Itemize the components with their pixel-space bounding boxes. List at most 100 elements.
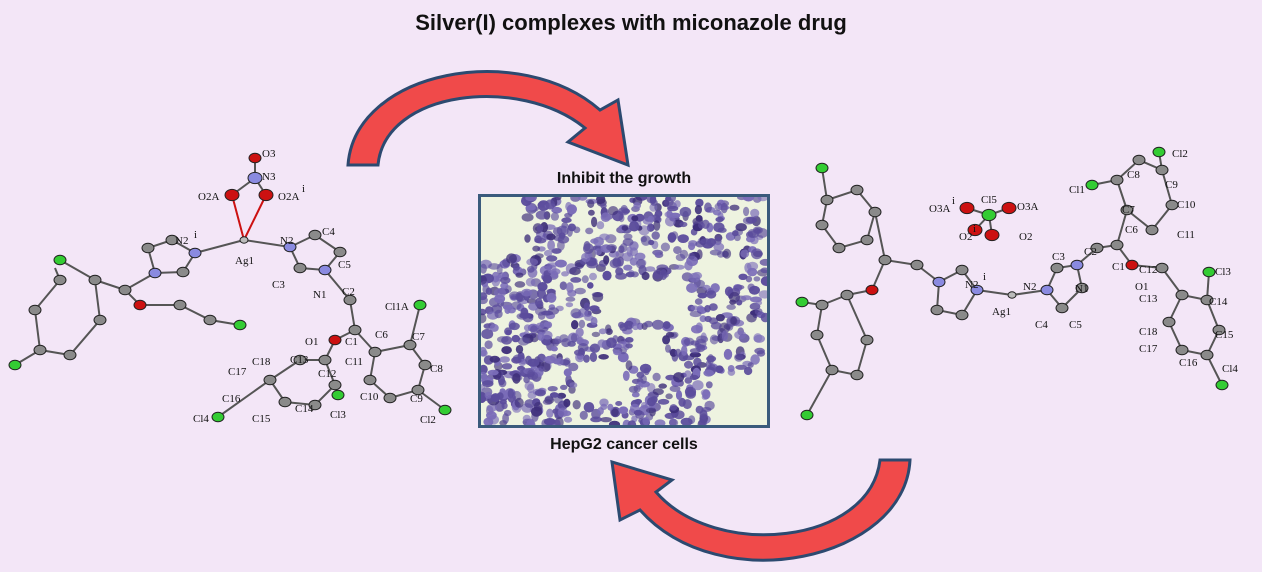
c-atom [88,274,102,286]
atom-label: C18 [1139,326,1158,338]
cell [723,348,733,360]
cell [715,314,725,322]
atom-label: O1 [1135,281,1148,293]
c-atom [1132,154,1146,166]
cell [750,208,760,218]
cell [565,296,576,302]
cell [494,309,503,319]
cell [547,386,558,392]
cell [481,349,488,357]
cell [623,233,633,240]
c-atom [825,364,839,376]
cell [750,354,760,365]
cell [618,406,629,415]
cell [572,400,581,410]
atom-label: O2 [1019,231,1032,243]
cell [556,225,569,236]
c-atom [1090,242,1104,254]
cell [569,267,581,276]
cell [500,282,509,290]
c-atom [118,284,132,296]
cell [598,354,609,360]
cell [745,275,753,283]
cell [702,284,711,291]
cell [525,277,536,287]
atom-label: C1 [1112,261,1125,273]
cell [758,290,767,299]
cell [738,273,748,280]
cell [532,245,541,252]
cell [703,369,714,377]
cell [608,206,619,216]
cell [499,356,510,363]
cell [505,329,512,336]
cell [700,238,712,244]
cell [526,258,539,266]
atom-label: O2 [959,231,972,243]
cell [551,206,563,214]
right-atoms [795,146,1229,421]
atom-label: i [973,223,976,235]
c-atom [910,259,924,271]
cell [600,417,612,423]
cell [756,350,766,357]
atom-label: C3 [272,279,285,291]
cell [749,285,760,295]
cell [588,209,595,216]
cell [567,223,576,232]
top-curved-arrow [346,70,630,168]
cl-atom [1215,379,1229,391]
cell [527,383,535,393]
cell [665,331,675,338]
cell [501,363,513,370]
cell [710,283,720,293]
cell [544,396,555,404]
ag-atom [239,236,249,244]
c-atom [860,234,874,246]
cell [517,337,530,346]
cell [520,307,529,318]
o-atom [865,284,879,296]
cell [629,247,638,257]
atom-label: N2 [965,279,978,291]
cell [556,356,564,366]
cell [755,300,763,306]
cell [587,282,594,289]
cell [707,354,715,365]
cell [720,202,728,214]
cell [566,204,577,215]
cell [533,401,543,412]
c-atom [411,384,425,396]
cell [550,346,558,352]
cell [592,292,604,302]
cell [546,233,556,241]
cell [481,263,487,274]
cell [615,267,624,276]
cell [694,205,702,215]
cell [561,217,572,223]
cell [574,287,586,295]
atom-label: C8 [430,363,443,375]
cell [527,358,540,367]
left-atoms [8,152,452,423]
atom-label: Cl5 [981,194,997,206]
cell [708,303,718,311]
cell [481,275,487,285]
cell [506,253,517,264]
cell [523,324,532,332]
c-atom [955,309,969,321]
cell [599,233,610,241]
c-atom [293,354,307,366]
cell [557,240,565,251]
cell [483,417,494,425]
atom-label: C7 [412,331,425,343]
cell [579,410,588,420]
c-atom [840,289,854,301]
c-atom [63,349,77,361]
atom-label: Cl1 [1069,184,1085,196]
cell [489,355,501,363]
c-atom [810,329,824,341]
cell [742,216,755,225]
cell [743,366,753,376]
atom-label: C9 [1165,179,1178,191]
